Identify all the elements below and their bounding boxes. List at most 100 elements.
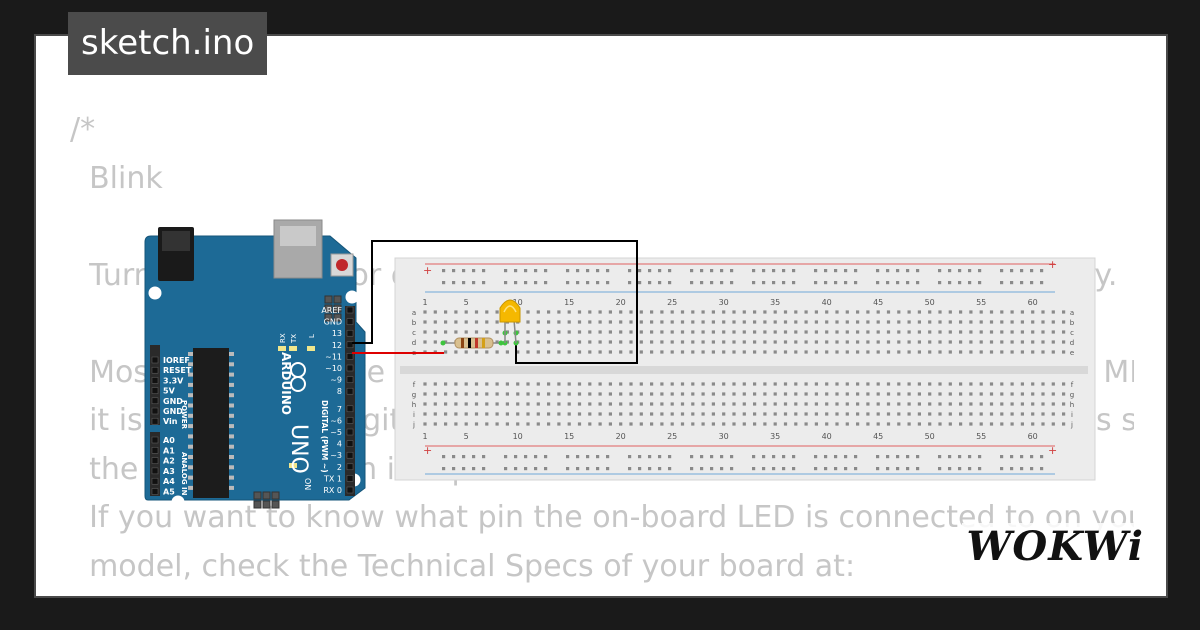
filename-tab[interactable]: sketch.ino [68,12,268,75]
terminal-hole [619,382,623,386]
terminal-hole [495,310,499,314]
rail-hole [792,467,796,471]
chip-pin [229,485,234,490]
terminal-hole [567,422,571,426]
terminal-hole [835,310,839,314]
terminal-hole [907,330,911,334]
terminal-hole [526,422,530,426]
terminal-hole [928,402,932,406]
terminal-hole [989,330,994,334]
terminal-hole [979,340,983,344]
digital-pin [346,318,354,325]
connection-dot [440,340,446,346]
rail-hole [1030,467,1034,471]
icsp-pin [333,313,342,322]
terminal-hole [897,422,901,426]
rail-hole [782,269,786,273]
terminal-hole [876,350,880,354]
terminal-hole [794,422,798,426]
terminal-hole [619,330,623,334]
rail-hole [876,269,880,273]
terminal-hole [773,422,777,426]
terminal-hole [557,310,561,314]
rail-hole [462,269,466,273]
rail-hole [906,455,910,459]
terminal-hole [753,402,757,406]
analog-header [150,432,160,496]
rail-hole [452,269,456,273]
digital-pin-label: RX 0 [323,486,342,495]
terminal-hole [959,330,963,334]
terminal-hole [783,310,788,314]
terminal-hole [474,382,479,386]
terminal-hole [979,392,983,396]
terminal-hole [701,310,705,314]
resistor-band [468,338,471,348]
terminal-hole [547,392,551,396]
terminal-hole [866,310,870,314]
rail-hole [462,281,466,285]
terminal-hole [444,310,448,314]
terminal-hole [948,382,952,386]
terminal-hole [814,392,818,396]
terminal-hole [763,382,767,386]
rail-hole [472,455,476,459]
power-pin-label: 5V [163,387,176,396]
terminal-hole [629,350,633,354]
terminal-hole [619,392,623,396]
terminal-hole [433,392,437,396]
rail-hole [1010,269,1014,273]
terminal-hole [485,310,489,314]
rail-hole [462,467,466,471]
terminal-hole [691,412,695,416]
terminal-hole [845,402,849,406]
terminal-hole [783,422,788,426]
terminal-hole [753,422,757,426]
power-pin [151,417,159,425]
terminal-hole [423,310,427,314]
terminal-hole [835,340,839,344]
terminal-hole [505,392,509,396]
terminal-hole [608,330,612,334]
terminal-hole [763,412,767,416]
terminal-hole [629,320,633,324]
terminal-hole [464,402,468,406]
rail-hole [638,455,642,459]
rail-hole [482,467,486,471]
digital-pin [346,428,354,436]
rail-hole [854,467,858,471]
terminal-hole [783,402,788,406]
terminal-hole [969,340,973,344]
terminal-hole [1000,350,1004,354]
terminal-hole [989,402,994,406]
rail-hole [772,269,776,273]
terminal-hole [691,402,695,406]
terminal-hole [979,310,983,314]
terminal-hole [897,392,901,396]
terminal-hole [722,422,726,426]
digital-pin [346,417,354,424]
rail-hole [628,281,632,285]
chip-pin [229,434,234,439]
terminal-hole [547,412,551,416]
terminal-hole [753,330,757,334]
rail-hole [710,467,714,471]
terminal-hole [567,310,571,314]
terminal-hole [433,340,437,344]
terminal-hole [886,340,891,344]
terminal-hole [866,330,870,334]
terminal-hole [969,310,973,314]
arduino-logo-icon [290,376,306,392]
terminal-hole [897,412,901,416]
barrel-jack-inner [162,231,190,251]
rail-hole [452,455,456,459]
rail-hole [638,281,642,285]
terminal-hole [948,340,952,344]
terminal-hole [732,330,736,334]
power-pin [151,397,159,405]
terminal-hole [989,392,994,396]
terminal-hole [1031,350,1035,354]
column-number: 10 [513,298,523,307]
rail-hole [606,455,610,459]
terminal-hole [680,330,685,334]
